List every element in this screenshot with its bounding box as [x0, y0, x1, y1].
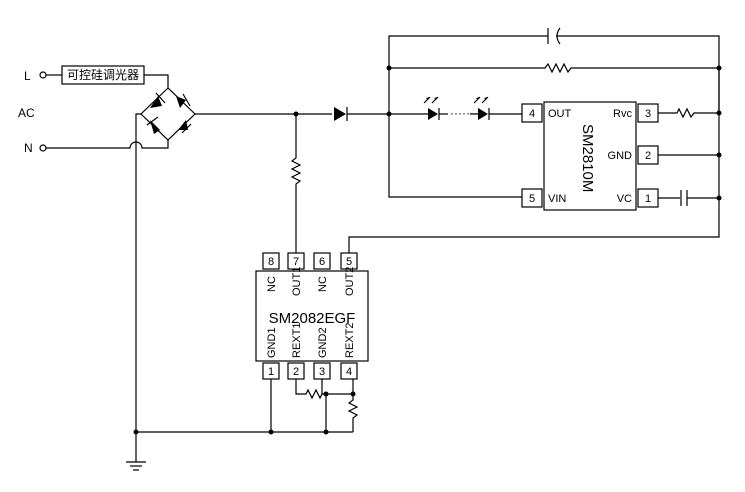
svg-text:GND2: GND2 — [317, 327, 329, 358]
bridge-rectifier — [140, 87, 196, 141]
terminal-l-label: L — [24, 69, 31, 83]
svg-text:VIN: VIN — [548, 193, 566, 205]
top-resistor — [389, 62, 719, 74]
vc-capacitor — [680, 190, 688, 206]
main-diode — [334, 107, 348, 121]
terminal-n — [39, 144, 47, 152]
led-1 — [423, 96, 440, 120]
junction — [350, 391, 356, 397]
dimmer-label: 可控硅调光器 — [67, 68, 139, 82]
svg-text:NC: NC — [266, 276, 278, 292]
ground-icon — [126, 461, 146, 471]
wire-cap-top — [388, 35, 548, 114]
wire-right-rail — [348, 68, 720, 253]
svg-text:1: 1 — [268, 366, 274, 378]
svg-text:1: 1 — [645, 193, 651, 205]
svg-text:2: 2 — [645, 150, 651, 162]
svg-text:OUT: OUT — [548, 108, 572, 120]
svg-text:4: 4 — [529, 108, 535, 120]
svg-text:7: 7 — [293, 256, 299, 268]
led-ellipsis: ······· — [450, 106, 478, 120]
resistor-rvc — [658, 107, 719, 119]
svg-text:REXT2: REXT2 — [344, 323, 356, 358]
sm2082egf-chip: 8 7 6 5 NC OUT1 NC OUT2 SM2082EGF GND1 R… — [255, 252, 369, 380]
svg-text:8: 8 — [268, 256, 274, 268]
terminal-n-label: N — [24, 141, 33, 155]
resistor-rext2 — [347, 379, 359, 432]
wire-n — [46, 140, 169, 149]
wire-vin — [388, 114, 522, 198]
terminal-l — [39, 71, 47, 79]
svg-text:5: 5 — [529, 193, 535, 205]
svg-text:3: 3 — [645, 108, 651, 120]
junction — [268, 429, 274, 435]
terminal-ac-label: AC — [18, 106, 35, 120]
svg-text:5: 5 — [346, 256, 352, 268]
resistor-out1 — [290, 114, 302, 253]
resistor-rext1 — [295, 379, 326, 400]
svg-text:4: 4 — [346, 366, 352, 378]
svg-text:Rvc: Rvc — [613, 108, 632, 120]
svg-text:VC: VC — [617, 193, 632, 205]
sm2082egf-name: SM2082EGF — [269, 310, 356, 327]
junction — [323, 429, 329, 435]
svg-text:OUT1: OUT1 — [291, 267, 303, 296]
sm2810m-chip: 4 OUT 5 VIN 3 Rvc 2 GND 1 VC SM2810M — [521, 101, 659, 211]
wire-dimmer-bridge — [144, 74, 169, 88]
svg-text:REXT1: REXT1 — [291, 323, 303, 358]
svg-text:3: 3 — [319, 366, 325, 378]
sm2810m-name: SM2810M — [579, 124, 596, 192]
wire-bridge-negative — [135, 113, 141, 432]
svg-text:6: 6 — [319, 256, 325, 268]
svg-text:2: 2 — [293, 366, 299, 378]
svg-text:NC: NC — [317, 276, 329, 292]
svg-text:GND1: GND1 — [266, 327, 278, 358]
svg-text:OUT2: OUT2 — [344, 267, 356, 296]
svg-text:GND: GND — [608, 150, 633, 162]
